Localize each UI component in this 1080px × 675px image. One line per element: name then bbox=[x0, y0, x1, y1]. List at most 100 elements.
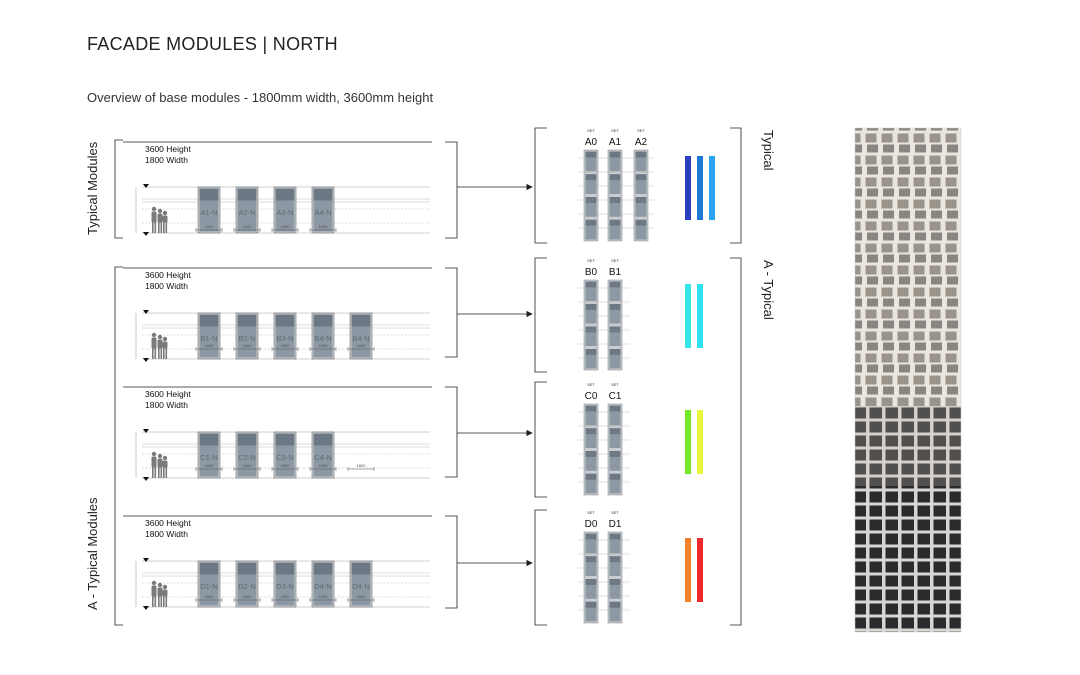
module-label: C3-N bbox=[276, 453, 294, 462]
height-label: 3600 Height bbox=[145, 270, 191, 280]
module-label: B1-N bbox=[200, 334, 217, 343]
dim-label: 1800 bbox=[243, 463, 253, 468]
set-tag: SET bbox=[587, 258, 595, 263]
module-set: SET D0 SET D1 bbox=[534, 509, 630, 626]
facade-photo bbox=[854, 127, 962, 633]
dim-label: 1800 bbox=[205, 224, 215, 229]
set-column-label: C1 bbox=[609, 391, 622, 402]
people-silhouette-icon bbox=[151, 451, 168, 478]
module-label: B4-N bbox=[314, 334, 331, 343]
dim-label: 1800 bbox=[205, 343, 215, 348]
level-marker bbox=[143, 429, 149, 433]
page-title: FACADE MODULES | NORTH bbox=[87, 34, 338, 54]
set-tag: SET bbox=[587, 128, 595, 133]
set-bracket bbox=[534, 127, 547, 244]
module-label: A2-N bbox=[238, 208, 255, 217]
module-label: D1-N bbox=[200, 582, 218, 591]
side-label-text: Typical Modules bbox=[85, 141, 100, 235]
color-bar bbox=[685, 284, 691, 348]
right-bracket-typical bbox=[730, 127, 742, 244]
set-column-label: A1 bbox=[609, 137, 622, 148]
set-column-label: B1 bbox=[609, 267, 622, 278]
module-label: B4-N bbox=[352, 334, 369, 343]
row-bracket bbox=[445, 515, 458, 609]
module-stack bbox=[607, 403, 623, 496]
set-column-label: D1 bbox=[609, 519, 622, 530]
module-label: A3-N bbox=[276, 208, 293, 217]
width-label: 1800 Width bbox=[145, 281, 188, 291]
facade-module: D4-N 1800 bbox=[347, 560, 375, 608]
set-column-label: C0 bbox=[585, 391, 598, 402]
module-stack bbox=[607, 149, 623, 242]
right-bracket-a-typical bbox=[730, 257, 742, 626]
row-bracket bbox=[445, 141, 458, 239]
height-label: 3600 Height bbox=[145, 518, 191, 528]
level-marker bbox=[143, 606, 149, 610]
module-label: D4-N bbox=[352, 582, 370, 591]
set-bracket bbox=[534, 257, 547, 373]
set-tag: SET bbox=[611, 258, 619, 263]
module-label: D4-N bbox=[314, 582, 332, 591]
right-label-typical: Typical bbox=[761, 130, 776, 171]
side-label-a-typical-modules: A - Typical Modules bbox=[85, 497, 100, 610]
left-bracket-a-typical bbox=[114, 266, 123, 626]
row-bracket bbox=[445, 267, 458, 358]
dim-label: 1800 bbox=[357, 463, 367, 468]
module-label: B2-N bbox=[238, 334, 255, 343]
set-tag: SET bbox=[611, 510, 619, 515]
width-label: 1800 Width bbox=[145, 400, 188, 410]
row-bracket bbox=[445, 386, 458, 478]
height-label: 3600 Height bbox=[145, 389, 191, 399]
module-stack bbox=[583, 149, 599, 242]
module-stack bbox=[607, 279, 623, 371]
set-tag: SET bbox=[587, 510, 595, 515]
dim-label: 1800 bbox=[357, 594, 367, 599]
color-bar bbox=[697, 538, 703, 602]
dim-label: 1800 bbox=[281, 594, 291, 599]
color-bar bbox=[697, 284, 703, 348]
dim-label: 1800 bbox=[319, 224, 329, 229]
dim-label: 1800 bbox=[357, 343, 367, 348]
module-stack bbox=[583, 531, 599, 624]
module-label: C4-N bbox=[314, 453, 332, 462]
dim-label: 1800 bbox=[205, 463, 215, 468]
set-bracket bbox=[534, 509, 547, 626]
color-bar-group bbox=[685, 284, 703, 348]
color-bar bbox=[685, 410, 691, 474]
side-label-text: A - Typical Modules bbox=[85, 497, 100, 610]
module-stack bbox=[607, 531, 623, 624]
people-silhouette-icon bbox=[151, 206, 168, 233]
dim-label: 1800 bbox=[319, 463, 329, 468]
module-label: B3-N bbox=[276, 334, 293, 343]
module-label: D2-N bbox=[238, 582, 256, 591]
level-marker bbox=[143, 310, 149, 314]
set-column-label: D0 bbox=[585, 519, 598, 530]
module-label: C2-N bbox=[238, 453, 256, 462]
color-bar bbox=[685, 156, 691, 220]
module-label: D3-N bbox=[276, 582, 294, 591]
set-column-label: B0 bbox=[585, 267, 598, 278]
color-bar bbox=[697, 156, 703, 220]
dim-label: 1800 bbox=[243, 343, 253, 348]
set-tag: SET bbox=[611, 382, 619, 387]
color-bar-group bbox=[685, 156, 715, 220]
right-label-a-typical: A - Typical bbox=[761, 260, 776, 320]
set-tag: SET bbox=[611, 128, 619, 133]
module-sets: SETA0SETA1SETA2SETB0SETB1SETC0SETC1SETD0… bbox=[534, 127, 654, 626]
height-label: 3600 Height bbox=[145, 144, 191, 154]
color-bar bbox=[685, 538, 691, 602]
set-column-label: A0 bbox=[585, 137, 598, 148]
